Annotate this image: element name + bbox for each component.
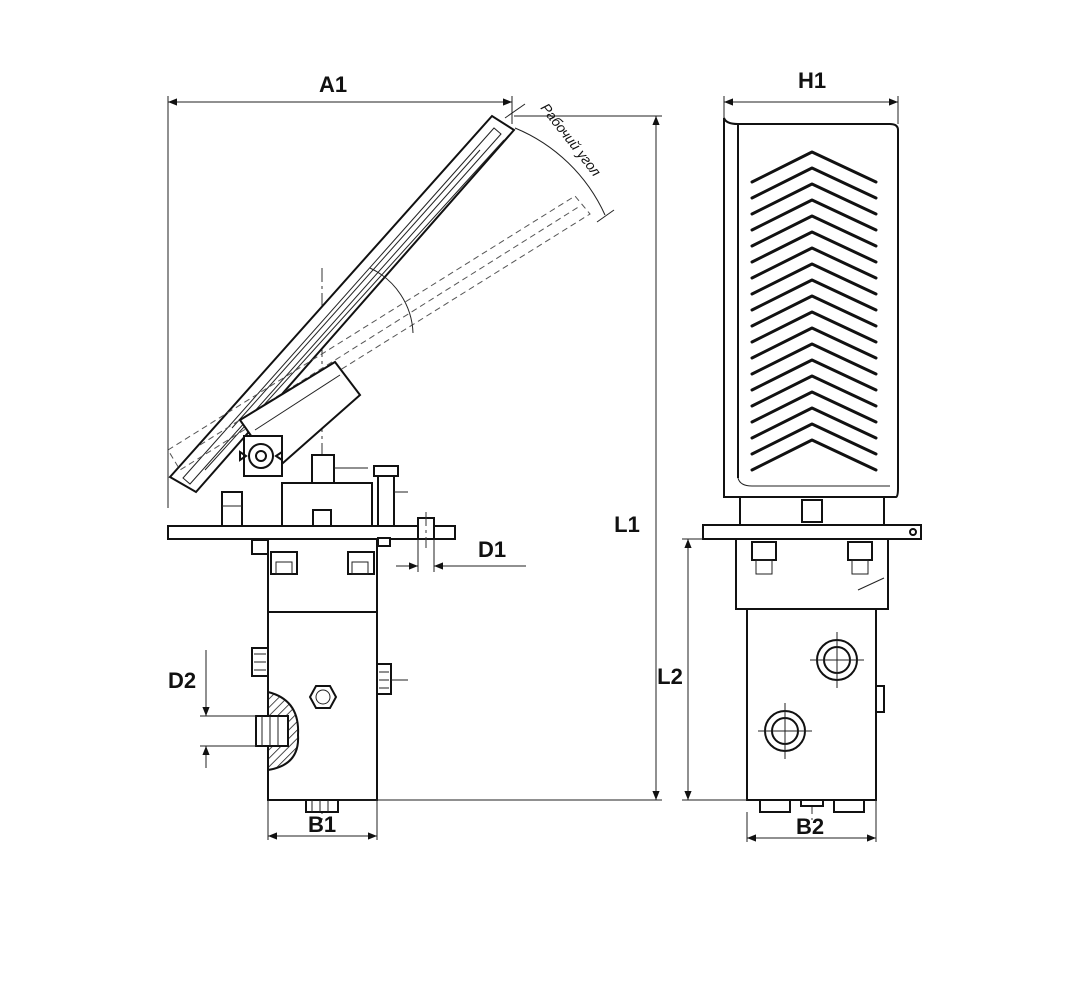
front-center-screw <box>801 499 823 523</box>
dimension-l1-label: L1 <box>614 512 640 537</box>
dimension-h1-label: H1 <box>798 68 826 93</box>
working-angle-label: Рабочий угол <box>538 100 605 179</box>
front-plug-right <box>847 541 873 561</box>
tread-slot <box>750 230 878 264</box>
dimension-lines <box>167 96 899 842</box>
tread-slot <box>750 438 878 472</box>
front-side-fitting <box>875 685 885 713</box>
pedal-plate <box>168 114 516 494</box>
tread-slot <box>750 182 878 216</box>
side-view: Рабочий угол <box>167 100 615 820</box>
tread-slot <box>750 166 878 200</box>
tread-slot <box>750 214 878 248</box>
tread-slot <box>750 198 878 232</box>
dimension-d1-label: D1 <box>478 537 506 562</box>
tread-slot <box>750 150 878 184</box>
pedal-face <box>723 117 899 498</box>
tread-slot <box>750 310 878 344</box>
side-fitting-right <box>376 663 392 695</box>
tread-slot <box>750 406 878 440</box>
dimension-d2-label: D2 <box>168 668 196 693</box>
tread-slot <box>750 422 878 456</box>
front-plug-left <box>751 541 777 561</box>
center-port-hex <box>308 685 338 709</box>
bottom-fitting <box>305 799 339 813</box>
front-valve-body <box>746 608 877 801</box>
tread-slot <box>750 294 878 328</box>
tread-slot <box>750 342 878 376</box>
tread-slot <box>750 374 878 408</box>
tread-slot <box>750 262 878 296</box>
left-bolt <box>221 491 243 527</box>
tread-slot <box>750 326 878 360</box>
tread-slot <box>750 278 878 312</box>
front-bottom-fitting-right <box>833 799 865 813</box>
front-view <box>702 117 922 820</box>
dimension-b1-label: B1 <box>308 812 336 837</box>
mounting-flange <box>167 525 456 540</box>
front-mounting-flange <box>702 524 922 540</box>
working-angle-arc-outer <box>514 127 606 216</box>
adjust-screw-head <box>373 465 399 477</box>
tread-slot <box>750 358 878 392</box>
dimension-l2-label: L2 <box>657 664 683 689</box>
working-angle-arc-inner <box>369 267 414 334</box>
plunger-cap <box>311 454 335 484</box>
tread-pattern <box>750 150 878 472</box>
hinge-pin <box>248 443 274 469</box>
sectioned-port <box>255 690 300 772</box>
front-bottom-fitting-left <box>759 799 791 813</box>
dimension-b2-label: B2 <box>796 814 824 839</box>
tread-slot <box>750 246 878 280</box>
dimension-a1-label: A1 <box>319 72 347 97</box>
tread-slot <box>750 390 878 424</box>
body-plug-left <box>270 551 298 575</box>
